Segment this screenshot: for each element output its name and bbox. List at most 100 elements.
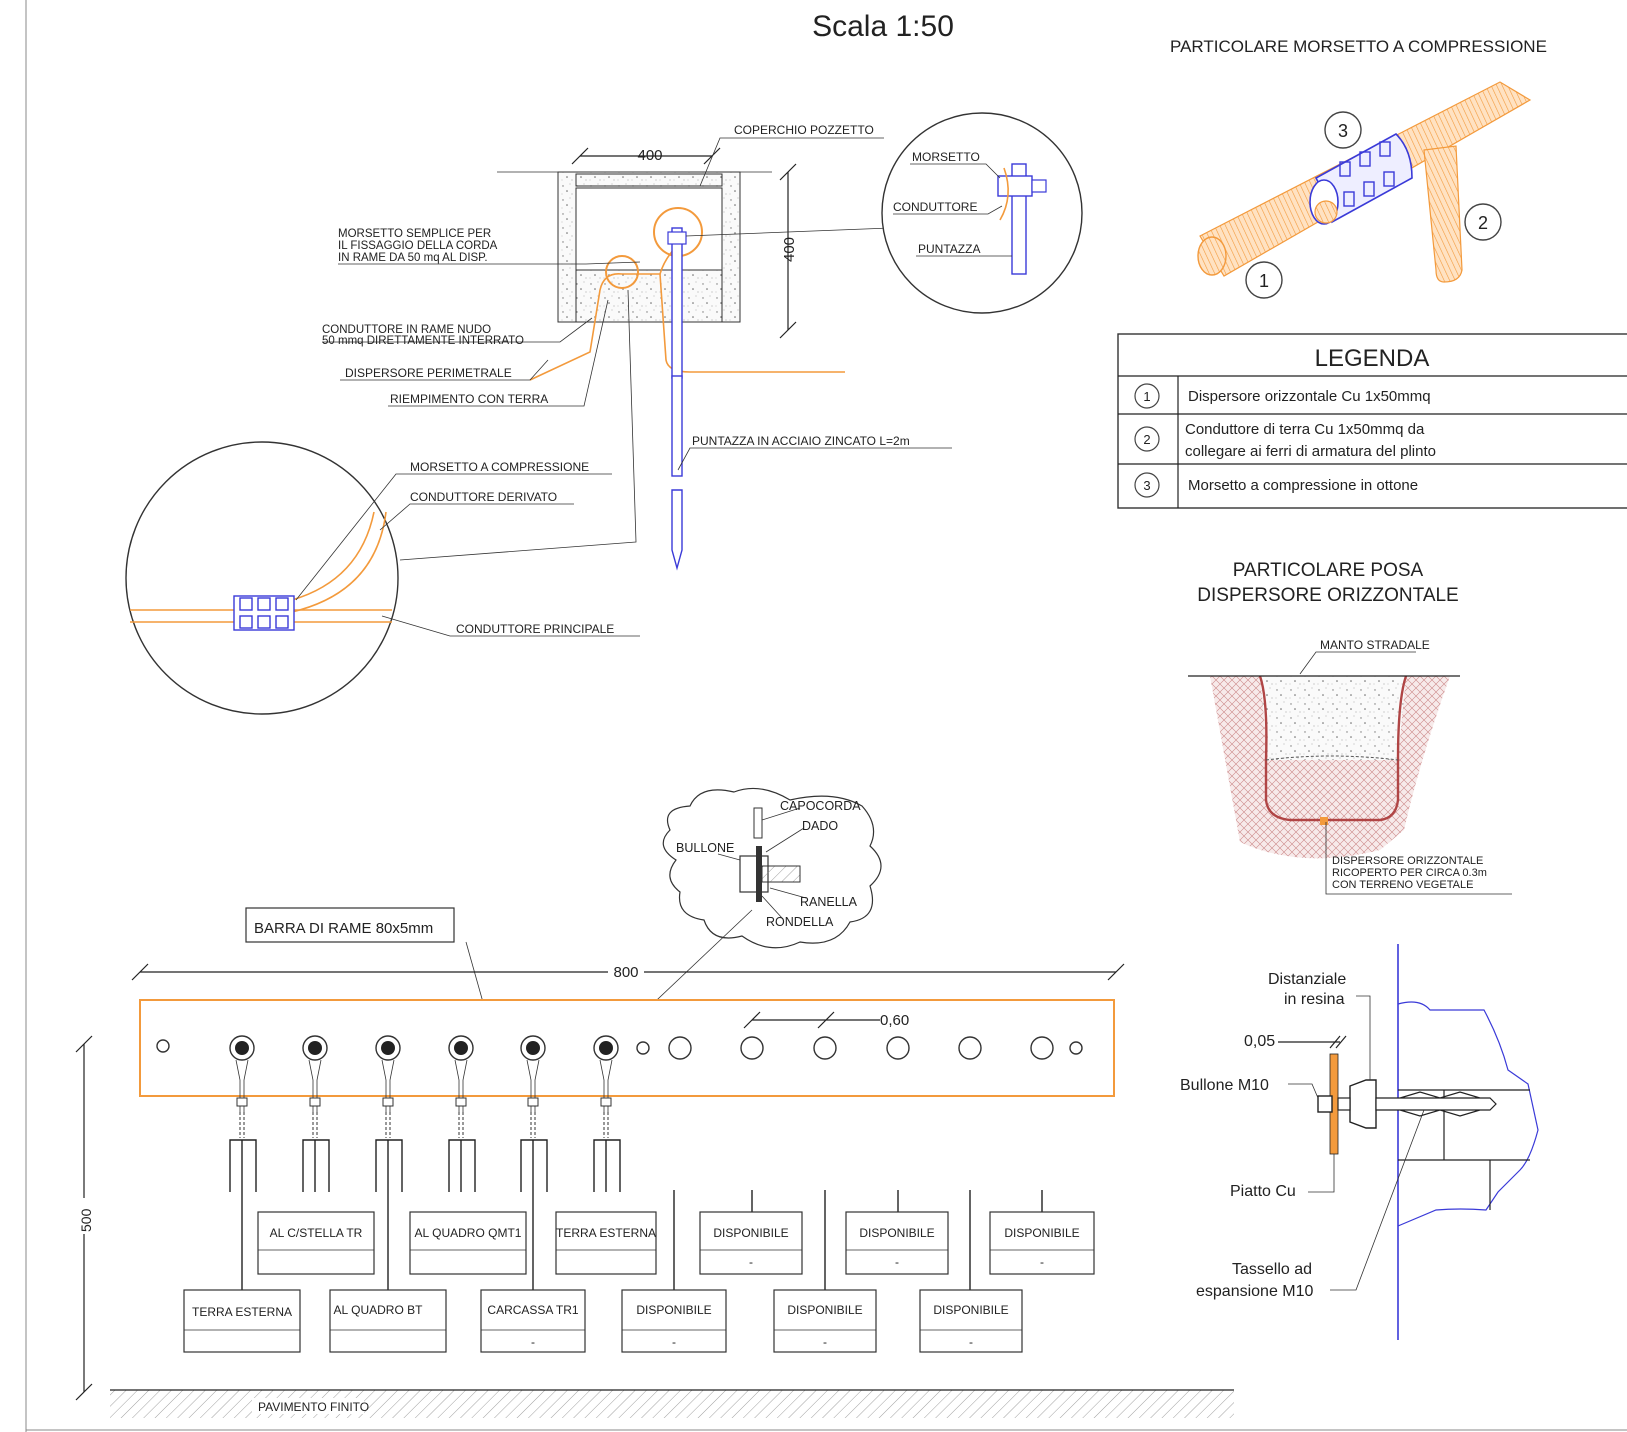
label-morsetto-semplice-2: IL FISSAGGIO DELLA CORDA [338,240,498,252]
label-puntazza-top: PUNTAZZA [918,242,980,256]
tag-box: CARCASSA TR1- [480,1289,586,1353]
anchor-dim: 0,05 [1244,1033,1275,1050]
label-morsetto-semplice-1: MORSETTO SEMPLICE PER [338,228,491,240]
tag-label: DISPONIBILE [859,1226,934,1240]
tag-value: - [531,1335,535,1349]
tag-value: - [823,1335,827,1349]
bolt-label-rondella: RONDELLA [766,915,834,929]
busbar-pitch-dim: 0,60 [880,1012,909,1029]
bolt-label-bullone: BULLONE [676,841,734,855]
posa-note-1: DISPERSORE ORIZZONTALE [1332,855,1483,867]
label-dispersore-perimetrale: DISPERSORE PERIMETRALE [345,366,512,380]
steel-spike-upper [671,227,683,379]
compression-detail-title: PARTICOLARE MORSETTO A COMPRESSIONE [1170,37,1547,56]
scale-title: Scala 1:50 [812,10,954,43]
anchor-distanziale-2: in resina [1284,991,1345,1008]
posa-title-1: PARTICOLARE POSA [1233,560,1424,581]
posa-manto-stradale: MANTO STRADALE [1320,638,1430,652]
tag-box: DISPONIBILE- [773,1289,877,1353]
bolt-label-ranella: RANELLA [800,895,858,909]
anchor-distanziale-1: Distanziale [1268,971,1346,988]
label-morsetto-top: MORSETTO [912,150,980,164]
label-conduttore-derivato: CONDUTTORE DERIVATO [410,490,557,504]
bolt-detail-cloud: CAPOCORDA DADO BULLONE RANELLA RONDELLA [662,787,882,949]
legend-row-3-num: 3 [1143,478,1150,493]
steel-spike-middle [671,375,683,477]
tag-label: AL QUADRO BT [334,1303,424,1317]
cable-sleeves [229,1139,1043,1290]
marker-1: 1 [1259,271,1269,291]
tag-box: DISPONIBILE - [919,1289,1023,1353]
clamp-highlight-small [605,255,639,289]
busbar-length-dim: 800 [613,964,638,981]
tag-box: DISPONIBILE- [621,1289,727,1353]
pozzetto-cover [575,173,723,187]
label-puntazza-acciaio: PUNTAZZA IN ACCIAIO ZINCATO L=2m [692,434,910,448]
legend-row-1-text: Dispersore orizzontale Cu 1x50mmq [1188,388,1431,405]
label-conduttore-top: CONDUTTORE [893,200,977,214]
tag-box: AL QUADRO QMT1 [409,1211,527,1275]
bolt-label-dado: DADO [802,819,838,833]
cable-lug [375,1035,401,1138]
tag-label: DISPONIBILE [713,1226,788,1240]
tag-value: - [749,1255,753,1269]
label-conduttore-nudo-2: 50 mmq DIRETTAMENTE INTERRATO [322,335,524,347]
anchor-tassello-2: espansione M10 [1196,1283,1314,1300]
tag-value: - [672,1335,676,1349]
floor-label: PAVIMENTO FINITO [258,1400,369,1414]
detail-circle-top: MORSETTO CONDUTTORE PUNTAZZA [881,112,1083,314]
pozzetto-section: 400 400 COPERCHIO POZZETTO MORSETTO SEMP… [322,123,952,571]
tag-box: TERRA ESTERNA [555,1211,657,1275]
tags-top-row: AL C/STELLA TR AL QUADRO QMT1 TERRA ESTE… [257,1211,1095,1275]
detail-circle-left: MORSETTO A COMPRESSIONE CONDUTTORE DERIV… [125,441,640,715]
trench-conductor [1320,817,1328,825]
tag-label: DISPONIBILE [933,1303,1008,1317]
tag-label: TERRA ESTERNA [556,1226,656,1240]
anchor-detail: Distanziale in resina 0,05 Bullone M10 P… [1180,944,1539,1340]
tag-value: - [1040,1255,1044,1269]
busbar-label: BARRA DI RAME 80x5mm [254,920,433,937]
branch-conductor-3d [1423,145,1463,283]
tag-box: DISPONIBILE - [845,1211,949,1275]
compression-clamp-detail: PARTICOLARE MORSETTO A COMPRESSIONE 3 2 … [1170,37,1547,299]
tag-box: DISPONIBILE - [989,1211,1095,1275]
label-riempimento: RIEMPIMENTO CON TERRA [390,392,548,406]
tag-value: - [969,1335,973,1349]
tags-bottom-row: TERRA ESTERNA AL QUADRO BT CARCASSA TR1-… [183,1289,1023,1353]
marker-2: 2 [1478,213,1488,233]
bolt-m10 [1317,1095,1333,1113]
tag-label: DISPONIBILE [1004,1226,1079,1240]
posa-title-2: DISPERSORE ORIZZONTALE [1197,585,1458,606]
trench-pavement [1260,676,1406,760]
expansion-anchor [1375,1091,1497,1117]
cable-lug [302,1035,328,1138]
pozzetto-width-dim: 400 [637,147,662,164]
trench-outline [1258,675,1408,822]
pozzetto-height-dim: 400 [781,237,798,262]
anchor-tassello-1: Tassello ad [1232,1261,1312,1278]
resin-spacer [1349,1079,1377,1129]
label-conduttore-principale: CONDUTTORE PRINCIPALE [456,622,614,636]
label-morsetto-compressione: MORSETTO A COMPRESSIONE [410,460,589,474]
label-morsetto-semplice-3: IN RAME DA 50 mq AL DISP. [338,252,488,264]
tag-box: TERRA ESTERNA [183,1289,301,1353]
cable-lug [448,1035,474,1138]
anchor-bullone: Bullone M10 [1180,1077,1269,1094]
cable-lug [229,1035,255,1138]
busbar-holes [156,1036,1083,1060]
compression-clamp-left [233,595,295,631]
busbar-height-dim: 500 [78,1208,94,1232]
legend-row-2-text-1: Conduttore di terra Cu 1x50mmq da [1185,421,1425,438]
legend-row-1-num: 1 [1143,389,1150,404]
cable-lug [520,1035,546,1138]
steel-spike-tip [671,489,683,571]
tag-box: DISPONIBILE - [699,1211,803,1275]
bolt-label-capocorda: CAPOCORDA [780,799,861,813]
tag-value: - [895,1255,899,1269]
tag-label: AL QUADRO QMT1 [415,1226,522,1240]
legend-row-2-text-2: collegare ai ferri di armatura del plint… [1185,443,1436,460]
tag-label: AL C/STELLA TR [270,1226,363,1240]
label-conduttore-nudo-1: CONDUTTORE IN RAME NUDO [322,324,491,336]
legend-row-2-num: 2 [1143,432,1150,447]
